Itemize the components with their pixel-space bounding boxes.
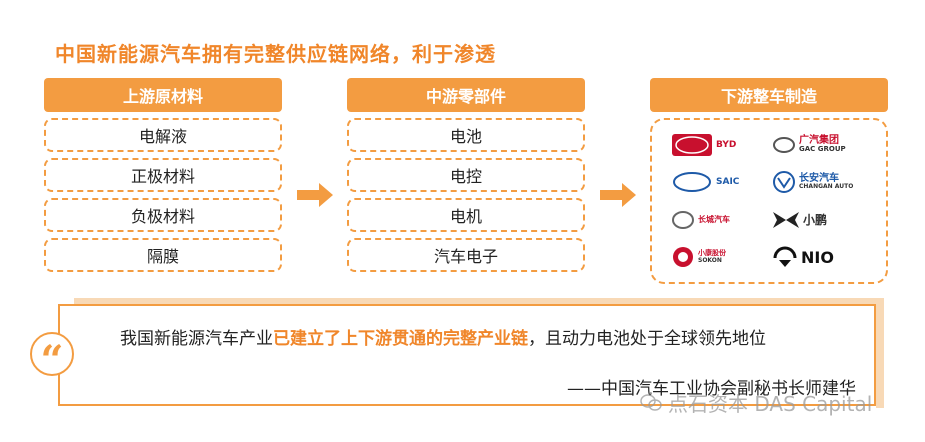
downstream-header: 下游整车制造 [650,78,888,112]
saic-logo-icon [673,172,711,193]
byd-logo: BYD [672,128,765,162]
upstream-column: 上游原材料 电解液 正极材料 负极材料 隔膜 [44,78,282,272]
quote-panel: 我国新能源汽车产业已建立了上下游贯通的完整产业链，且动力电池处于全球领先地位 —… [30,298,884,408]
upstream-item: 正极材料 [44,158,282,192]
arrow-right-icon [600,183,636,207]
midstream-item: 电控 [347,158,585,192]
wechat-icon [640,393,662,411]
gac-logo-icon [773,136,795,153]
changan-logo: 长安汽车 CHANGAN AUTO [773,166,866,200]
midstream-header: 中游零部件 [347,78,585,112]
great-wall-logo: 长城汽车 [672,203,765,237]
midstream-column: 中游零部件 电池 电控 电机 汽车电子 [347,78,585,272]
watermark: 点石资本 DAS Capital [640,388,872,417]
quote-text: 我国新能源汽车产业已建立了上下游贯通的完整产业链，且动力电池处于全球领先地位 [120,329,766,349]
arrow-right-icon [297,183,333,207]
changan-logo-icon [773,171,795,194]
great-wall-logo-icon [672,210,694,229]
nio-logo: NIO [773,241,866,275]
saic-logo: SAIC [672,166,765,200]
sokon-logo-icon [673,247,693,268]
midstream-item: 电池 [347,118,585,152]
quote-author: ——中国汽车工业协会副秘书长师建华 [567,379,856,399]
downstream-column: 下游整车制造 BYD 广汽集团 GAC GROUP SAIC [650,78,888,284]
page-title: 中国新能源汽车拥有完整供应链网络，利于渗透 [55,42,496,66]
byd-logo-icon [672,133,712,156]
quote-mark-icon: “ [30,332,74,381]
quote-highlight: 已建立了上下游贯通的完整产业链 [273,329,528,349]
xpeng-logo-icon [773,211,799,228]
sokon-logo: 小康股份 SOKON [672,241,765,275]
midstream-item: 汽车电子 [347,238,585,272]
upstream-item: 负极材料 [44,198,282,232]
upstream-item: 隔膜 [44,238,282,272]
midstream-item: 电机 [347,198,585,232]
upstream-header: 上游原材料 [44,78,282,112]
xpeng-logo: 小鹏 [773,203,866,237]
automaker-logos: BYD 广汽集团 GAC GROUP SAIC 长安汽车 CHAN [650,118,888,284]
upstream-item: 电解液 [44,118,282,152]
gac-logo: 广汽集团 GAC GROUP [773,128,866,162]
nio-logo-icon [773,246,797,268]
